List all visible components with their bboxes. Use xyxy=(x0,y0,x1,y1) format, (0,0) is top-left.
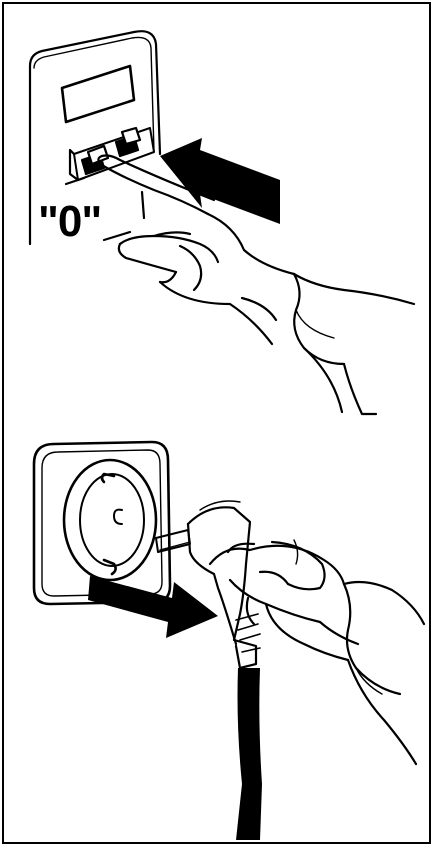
arrow-icon xyxy=(88,576,218,638)
illustration-canvas xyxy=(4,4,431,844)
off-position-label: "0" xyxy=(38,200,101,244)
instruction-figure: "0" xyxy=(2,2,431,844)
arrow-icon xyxy=(160,138,280,224)
plug-icon xyxy=(156,501,262,840)
